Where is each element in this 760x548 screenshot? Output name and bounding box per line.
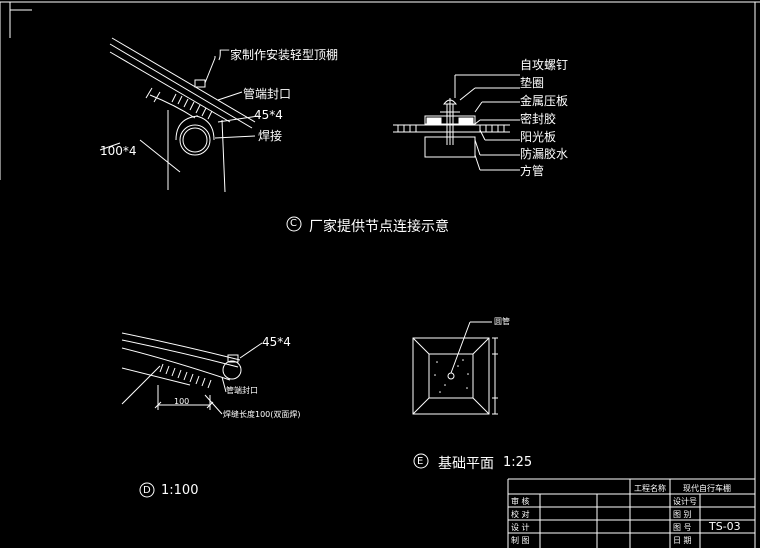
label-sealant: 密封胶 xyxy=(520,112,557,126)
tb-row-draw: 制 图 xyxy=(511,536,530,545)
title-block-lines xyxy=(507,478,755,548)
foundation-outer xyxy=(412,337,490,415)
pipe-circle xyxy=(179,124,211,156)
label-weld: 焊接 xyxy=(258,129,283,143)
detail-d-drawing xyxy=(121,332,263,415)
bolt-block xyxy=(194,79,206,88)
tb-row-check: 校 对 xyxy=(511,510,530,519)
tb-row-design: 设 计 xyxy=(511,523,530,532)
tb-row-date: 日 期 xyxy=(673,536,692,545)
tb-project-name: 现代自行车棚 xyxy=(683,484,731,493)
label-square-tube: 方管 xyxy=(520,164,545,178)
tb-drawing-number: TS-03 xyxy=(709,520,741,533)
foundation-inner xyxy=(428,353,474,399)
column-pipe xyxy=(447,372,455,380)
d-label-bolt: 45*4 xyxy=(262,335,291,349)
tb-row-category: 图 别 xyxy=(673,510,692,519)
label-washer: 垫圈 xyxy=(520,76,545,90)
d-pipe-circle xyxy=(222,360,242,380)
d-label-dim: 100 xyxy=(174,397,190,406)
label-roof: 厂家制作安装轻型顶棚 xyxy=(218,48,339,62)
d-roof-top xyxy=(121,332,241,361)
detail-section-drawing xyxy=(393,74,520,171)
e-label-pipe: 圆管 xyxy=(494,317,510,326)
marker-d-letter: D xyxy=(143,485,151,496)
label-leakproof-glue: 防漏胶水 xyxy=(520,147,569,161)
detail-e-drawing xyxy=(412,321,498,415)
d-weld-hatching xyxy=(159,363,212,389)
roof-line-bottom xyxy=(109,43,253,129)
tb-row-design-no: 设计号 xyxy=(673,497,697,506)
detail-d-scale: 1:100 xyxy=(161,483,199,498)
marker-d-circle xyxy=(139,482,155,498)
d-roof-bottom xyxy=(121,339,239,368)
tb-project-label: 工程名称 xyxy=(634,484,666,493)
label-bolt: 45*4 xyxy=(254,108,283,122)
label-plate: 100*4 xyxy=(100,144,137,158)
marker-e-letter: E xyxy=(417,456,424,467)
marker-c-letter: C xyxy=(290,218,297,229)
detail-e-scale: 1:25 xyxy=(503,455,533,470)
marker-c-circle xyxy=(286,216,302,232)
label-cap: 管端封口 xyxy=(243,87,292,101)
d-label-cap: 管端封口 xyxy=(226,386,258,395)
tb-row-drawing-no: 图 号 xyxy=(673,523,692,532)
weld-hatching xyxy=(171,93,213,120)
label-metal-plate: 金属压板 xyxy=(520,94,569,108)
label-sun-panel: 阳光板 xyxy=(520,130,557,144)
d-label-weld: 焊缝长度100(双面焊) xyxy=(223,410,301,419)
label-self-tapping-screw: 自攻螺钉 xyxy=(520,58,569,72)
detail-c-title: 厂家提供节点连接示意 xyxy=(309,219,449,235)
roof-line-top xyxy=(111,37,256,123)
tb-row-review: 审 核 xyxy=(511,497,530,506)
detail-e-title: 基础平面 xyxy=(438,456,494,472)
detail-c-drawing xyxy=(99,37,259,193)
marker-e-circle xyxy=(413,453,429,469)
